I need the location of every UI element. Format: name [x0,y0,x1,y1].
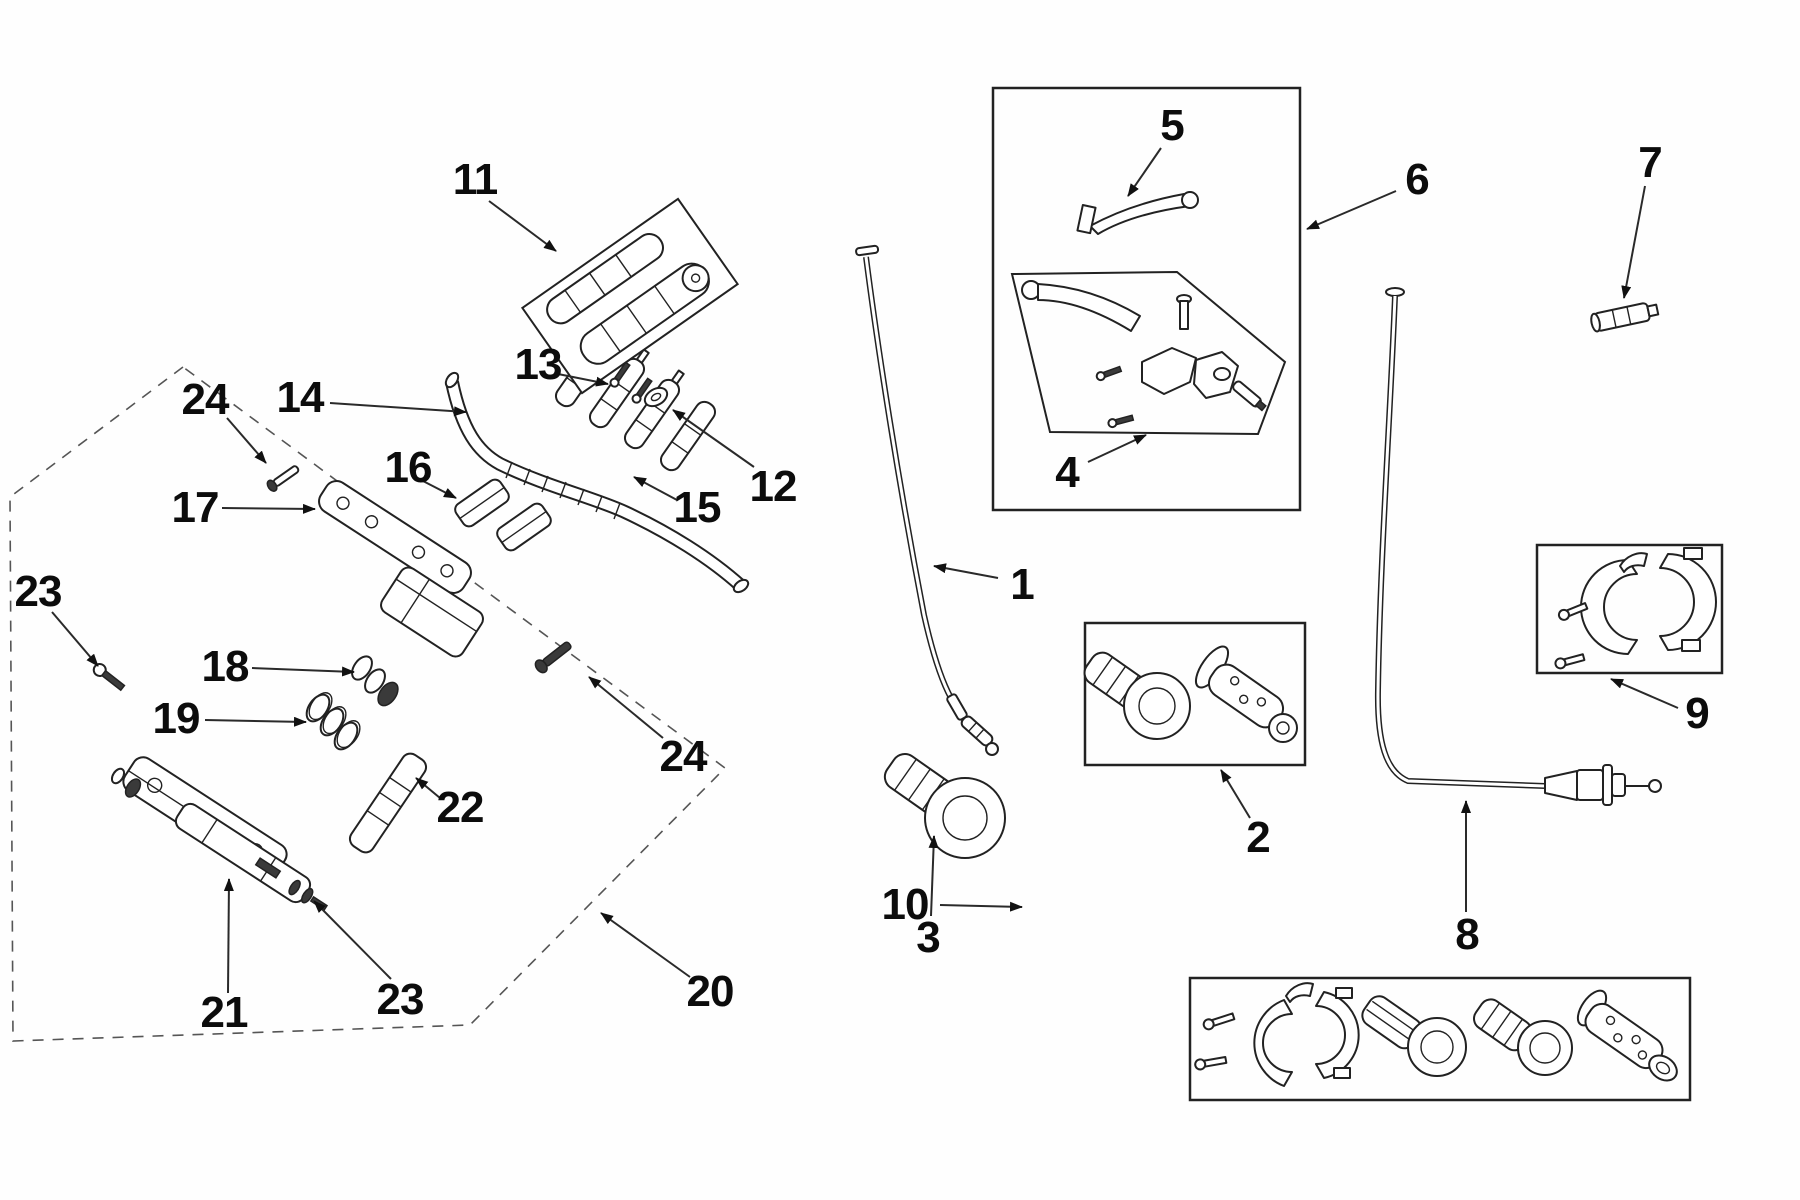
cable-end-fitting [1590,301,1659,333]
bar-knurl-ticks [506,462,620,519]
callout-clamp-bolt-right-arrow [314,900,391,979]
callout-lever-kit-box-label: 6 [1405,155,1430,204]
bar-clamp-bolt-lower [533,639,574,675]
bar-end-ring [642,384,671,410]
callout-throttle-housing-box-label: 9 [1685,689,1710,738]
callout-clamp-bolt-left-label: 23 [14,567,63,616]
handlebar [443,371,750,595]
callout-cable-end-fitting-label: 7 [1638,138,1663,187]
callout-steering-stem-label: 22 [436,783,485,832]
callout-lever-perch-assembly-arrow [1088,435,1147,462]
upper-clamp-plate [314,476,486,659]
callout-grip-box-arrow [489,201,557,251]
callout-grip-pair-box-label: 2 [1246,813,1271,862]
callout-brake-lever-label: 5 [1160,101,1185,150]
callout-handlebar-label: 14 [276,373,325,422]
callout-choke-cable-label: 1 [1010,560,1035,609]
callout-left-grip-label: 3 [916,913,941,962]
callout-grip-kit-box-label: 10 [881,880,930,929]
callout-bar-clamp-bolt-upper-arrow [227,418,266,464]
bar-clamp [452,477,553,553]
lower-clamp [109,753,313,906]
lever-perch-assembly [1012,272,1285,434]
callout-bar-clamp-bolt-lower-arrow [588,677,663,738]
callout-lower-clamp-arrow [223,878,234,993]
callout-bar-clamp-arrow [423,481,457,498]
callout-bar-clamp-label: 16 [384,443,433,492]
callout-lever-perch-assembly-label: 4 [1055,448,1080,497]
grip-box [522,199,737,393]
callout-lever-kit-box-arrow [1306,191,1396,229]
spring-washers [302,688,364,754]
callout-leader-lines [52,148,1678,993]
callout-switch-housing-arrow [633,477,677,500]
callout-clamp-bolt-right-label: 23 [376,975,425,1024]
callout-spring-washers-label: 19 [152,694,201,743]
callout-lower-clamp-label: 21 [200,988,249,1037]
callout-lock-washers-label: 18 [201,642,250,691]
callout-upper-clamp-plate-arrow [222,503,316,514]
callout-throttle-housing-box-arrow [1610,679,1678,708]
callout-bar-clamp-bolt-lower-label: 24 [659,732,708,781]
throttle-housing-box [1537,545,1722,673]
callout-choke-cable-arrow [933,563,998,578]
callout-lock-washers-arrow [252,666,355,677]
callout-grip-box-label: 11 [452,155,499,204]
dashed-outline [10,367,725,1041]
callout-switch-screws-arrow [558,374,609,387]
callout-grip-kit-box-arrow [940,901,1023,912]
switch-screws [609,362,653,405]
clamp-bolt-left [91,662,126,693]
callout-left-grip-arrow [928,835,939,916]
callout-switch-screws-label: 13 [514,340,563,389]
callout-bar-end-ring-arrow [672,410,754,467]
callout-clamp-bolt-left-arrow [52,612,98,667]
callout-grip-pair-box-arrow [1221,769,1250,818]
grip-kit-box [1190,978,1690,1100]
callout-bar-clamp-bolt-upper-label: 24 [181,375,230,424]
callout-assembly-outline-arrow [600,913,690,977]
lock-washers [348,653,402,709]
callout-bar-end-ring-label: 12 [749,462,798,511]
callout-upper-clamp-plate-label: 17 [171,483,220,532]
left-grip [880,749,1005,858]
callout-switch-housing-label: 15 [673,483,722,532]
lever-kit-box [993,88,1300,510]
choke-cable [856,245,998,755]
steering-stem [346,750,429,856]
callout-handlebar-arrow [330,403,467,417]
bar-clamp-bolt-upper [265,463,301,493]
callout-assembly-outline-label: 20 [686,967,735,1016]
callout-throttle-cable-label: 8 [1455,910,1480,959]
callout-brake-lever-arrow [1128,148,1161,197]
grip-pair-box [1080,623,1305,765]
callout-spring-washers-arrow [205,716,307,727]
brake-lever [1077,192,1198,234]
callout-steering-stem-arrow [415,778,440,798]
throttle-cable [1378,288,1661,805]
callout-cable-end-fitting-arrow [1621,186,1645,299]
